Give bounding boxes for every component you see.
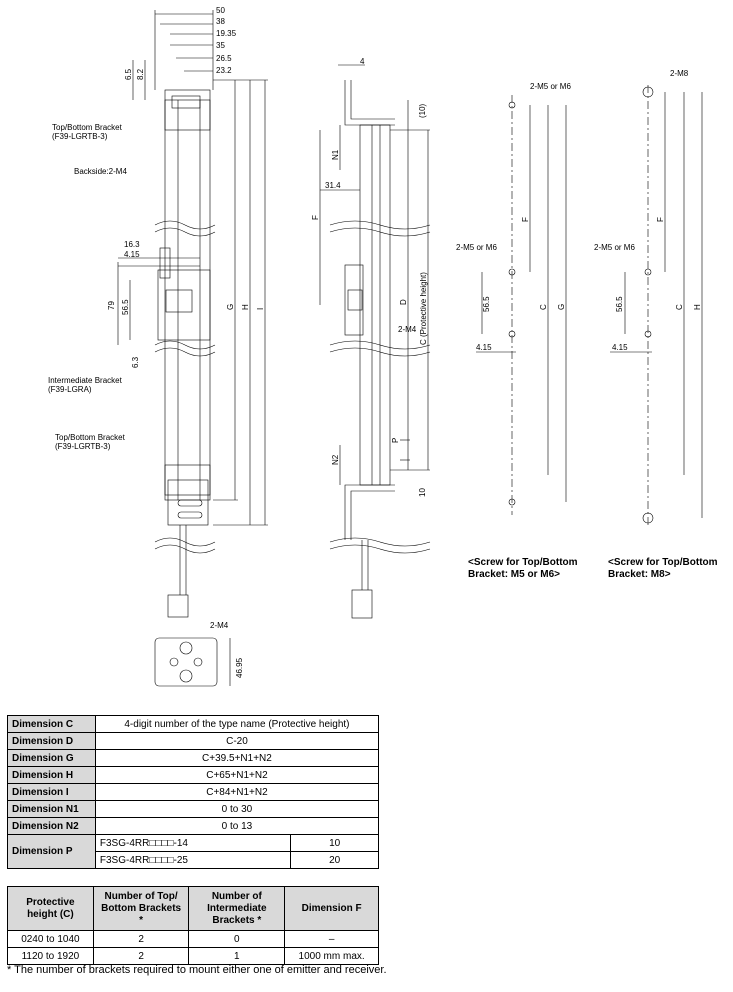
cell: 0240 to 1040 — [7, 930, 94, 948]
row-value: C+84+N1+N2 — [94, 783, 380, 801]
dim-4-15: 4.15 — [124, 250, 140, 259]
cell: 0 — [188, 930, 286, 948]
label-m8-top: 2-M8 — [670, 69, 689, 78]
row-label: Dimension C — [7, 715, 96, 733]
header-dimension-f: Dimension F — [284, 886, 379, 931]
caption-m5-line2: Bracket: M5 or M6> — [468, 569, 560, 580]
dim-6-5: 6.5 — [124, 68, 133, 80]
cell: 2 — [92, 947, 190, 965]
dim-m8-f: F — [656, 217, 665, 222]
cell: 1120 to 1920 — [7, 947, 94, 965]
dim-p: P — [391, 438, 400, 443]
label-m5-top: 2-M5 or M6 — [530, 82, 571, 91]
label-bottom-bracket: Top/Bottom Bracket(F39-LGRTB-3) — [55, 433, 126, 451]
row-label-p: Dimension P — [7, 834, 96, 869]
dimension-drawing: 50 38 19.35 35 26.5 23.2 6.5 8.2 16.3 4.… — [48, 6, 718, 687]
header-protective-height: Protective height (C) — [7, 886, 94, 931]
dim-m5-f: F — [521, 217, 530, 222]
dim-31-4: 31.4 — [325, 181, 341, 190]
row-label: Dimension D — [7, 732, 96, 750]
caption-m8-line1: <Screw for Top/Bottom — [608, 557, 718, 568]
dim-6-3: 6.3 — [131, 356, 140, 368]
dim-46-95: 46.95 — [235, 657, 244, 678]
table-row: 0240 to 1040 2 0 – — [7, 930, 379, 948]
dim-m5-g: G — [557, 304, 566, 310]
dim-m8-c: C — [675, 304, 684, 310]
row-label: Dimension N2 — [7, 817, 96, 835]
row-label: Dimension H — [7, 766, 96, 784]
dim-10-paren: (10) — [418, 103, 427, 118]
model-name: F3SG-4RR□□□□-25 — [94, 851, 292, 869]
cell: 2 — [92, 930, 190, 948]
row-label: Dimension N1 — [7, 800, 96, 818]
footnote: * The number of brackets required to mou… — [7, 964, 387, 976]
table-header-row: Protective height (C) Number of Top/ Bot… — [7, 886, 379, 931]
dim-26-5: 26.5 — [216, 54, 232, 63]
dim-m8-56-5: 56.5 — [615, 296, 624, 312]
label-intermediate-bracket: Intermediate Bracket(F39-LGRA) — [48, 376, 123, 394]
row-label: Dimension I — [7, 783, 96, 801]
dim-n2: N2 — [331, 454, 340, 465]
bracket-table: Protective height (C) Number of Top/ Bot… — [7, 886, 379, 965]
dim-m5-c: C — [539, 304, 548, 310]
dim-h: H — [241, 304, 250, 310]
header-top-bottom-brackets: Number of Top/ Bottom Brackets * — [92, 886, 190, 931]
dim-m5-4-15: 4.15 — [476, 343, 492, 352]
dim-d: D — [399, 299, 408, 305]
dim-10: 10 — [418, 488, 427, 497]
dim-4: 4 — [360, 57, 365, 66]
dim-16-3: 16.3 — [124, 240, 140, 249]
dim-m8-4-15: 4.15 — [612, 343, 628, 352]
row-value: 4-digit number of the type name (Protect… — [94, 715, 380, 733]
row-value: C-20 — [94, 732, 380, 750]
table-row: Dimension P F3SG-4RR□□□□-14 10 — [7, 834, 379, 869]
label-m5-mid: 2-M5 or M6 — [456, 243, 497, 252]
dim-35: 35 — [216, 41, 225, 50]
dim-79: 79 — [107, 301, 116, 310]
cell: – — [284, 930, 379, 948]
dim-23-2: 23.2 — [216, 66, 232, 75]
dim-38: 38 — [216, 17, 225, 26]
row-value: 0 to 30 — [94, 800, 380, 818]
dim-56-5: 56.5 — [121, 299, 130, 315]
dim-8-2: 8.2 — [136, 68, 145, 80]
dim-50: 50 — [216, 6, 225, 15]
p-value: 20 — [290, 851, 379, 869]
caption-m5-line1: <Screw for Top/Bottom — [468, 557, 578, 568]
dim-f: F — [311, 215, 320, 220]
dim-n1: N1 — [331, 149, 340, 160]
row-label: Dimension G — [7, 749, 96, 767]
label-m8-mid: 2-M5 or M6 — [594, 243, 635, 252]
label-top-bracket: Top/Bottom Bracket(F39-LGRTB-3) — [52, 123, 123, 141]
label-backside-m4: Backside:2-M4 — [74, 167, 127, 176]
cell: 1 — [188, 947, 286, 965]
header-intermediate-brackets: Number of Intermediate Brackets * — [188, 886, 286, 931]
dim-g: G — [226, 304, 235, 310]
model-name: F3SG-4RR□□□□-14 — [94, 834, 292, 852]
caption-m8-line2: Bracket: M8> — [608, 569, 671, 580]
label-2-m4-bottom: 2-M4 — [210, 621, 229, 630]
row-value: C+65+N1+N2 — [94, 766, 380, 784]
p-value: 10 — [290, 834, 379, 852]
dim-m8-h: H — [693, 304, 702, 310]
dim-m5-56-5: 56.5 — [482, 296, 491, 312]
dim-i: I — [256, 308, 265, 310]
label-2-m4-side: 2-M4 — [398, 325, 417, 334]
dim-19-35: 19.35 — [216, 29, 237, 38]
row-value: C+39.5+N1+N2 — [94, 749, 380, 767]
row-value: 0 to 13 — [94, 817, 380, 835]
table-row: F3SG-4RR□□□□-25 20 — [8, 851, 379, 869]
table-row: 1120 to 1920 2 1 1000 mm max. — [7, 947, 379, 965]
dim-c-protective: C (Protective height) — [419, 272, 428, 345]
cell: 1000 mm max. — [284, 947, 379, 965]
